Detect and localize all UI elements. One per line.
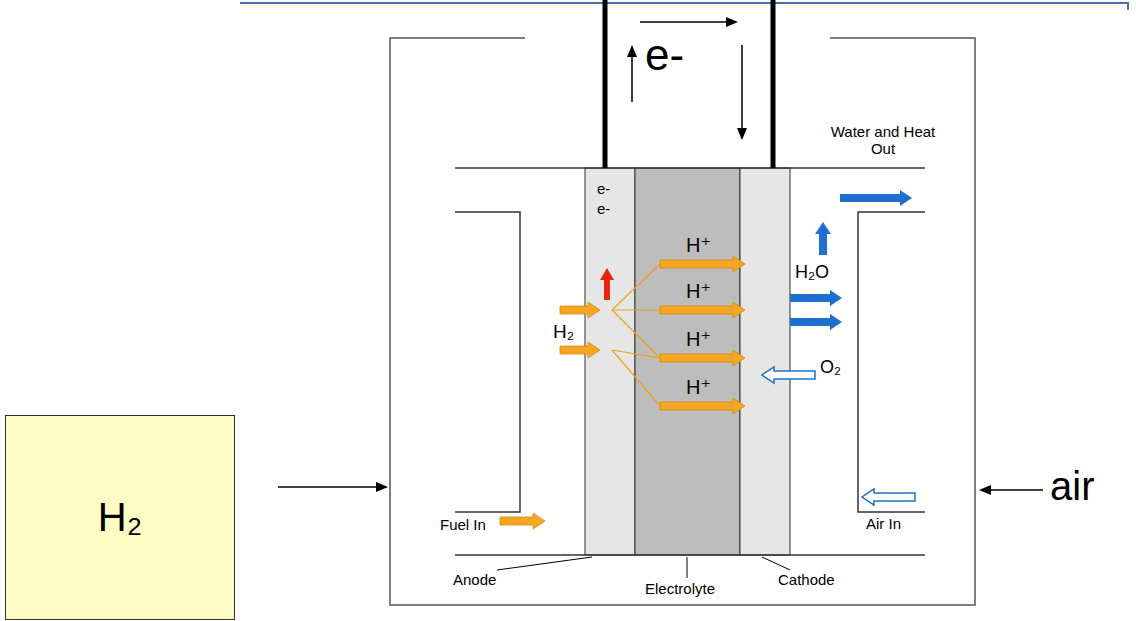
arrow-head xyxy=(737,128,747,140)
part-name: Electrolyte xyxy=(645,580,715,597)
feed-arrow xyxy=(989,489,1043,491)
oxygen-arrows xyxy=(762,367,915,505)
channel-wall xyxy=(455,212,520,512)
air-label: air xyxy=(1050,463,1094,509)
part-name: Cathode xyxy=(778,571,835,588)
current-arrow xyxy=(631,55,633,102)
hydrogen-tank: H₂ xyxy=(5,415,235,620)
leader-lines xyxy=(497,557,790,578)
arrow-head xyxy=(376,482,388,492)
proton-symbol: H⁺ xyxy=(686,234,711,257)
channel-wall xyxy=(455,167,925,169)
part-name: Anode xyxy=(453,571,496,588)
proton-symbol: H⁺ xyxy=(686,280,711,303)
electron-symbol: e- xyxy=(645,30,684,81)
current-arrow xyxy=(741,45,743,130)
cathode-band xyxy=(740,168,790,555)
inlet-label: Air In xyxy=(866,515,901,532)
proton-arrows xyxy=(500,256,745,529)
proton-paths xyxy=(612,264,660,406)
electron-symbol: e- xyxy=(597,180,610,197)
circuit-wire xyxy=(603,0,608,168)
proton-symbol: H⁺ xyxy=(686,376,711,399)
housing-outline xyxy=(390,38,975,605)
circuit-wire xyxy=(771,0,776,168)
hydrogen-symbol: H₂ xyxy=(553,321,574,343)
arrow-head xyxy=(726,17,738,27)
channel-wall xyxy=(455,554,925,556)
node-text: H₂ xyxy=(98,495,142,540)
channel-wall xyxy=(858,212,925,512)
oxygen-symbol: O₂ xyxy=(820,357,841,378)
water-symbol: H₂O xyxy=(795,262,829,283)
inlet-label: Fuel In xyxy=(440,516,486,533)
arrow-head xyxy=(627,45,637,57)
anode-band xyxy=(585,168,635,555)
electron-arrow xyxy=(600,268,614,300)
electron-symbol: e- xyxy=(597,200,610,217)
outlet-label: Water and Heat Out xyxy=(823,123,943,158)
arrow-head xyxy=(979,485,991,495)
water-arrows xyxy=(790,190,912,330)
current-arrow xyxy=(640,21,728,23)
feed-arrow xyxy=(278,486,378,488)
slide-rule xyxy=(240,3,1128,10)
proton-symbol: H⁺ xyxy=(686,328,711,351)
